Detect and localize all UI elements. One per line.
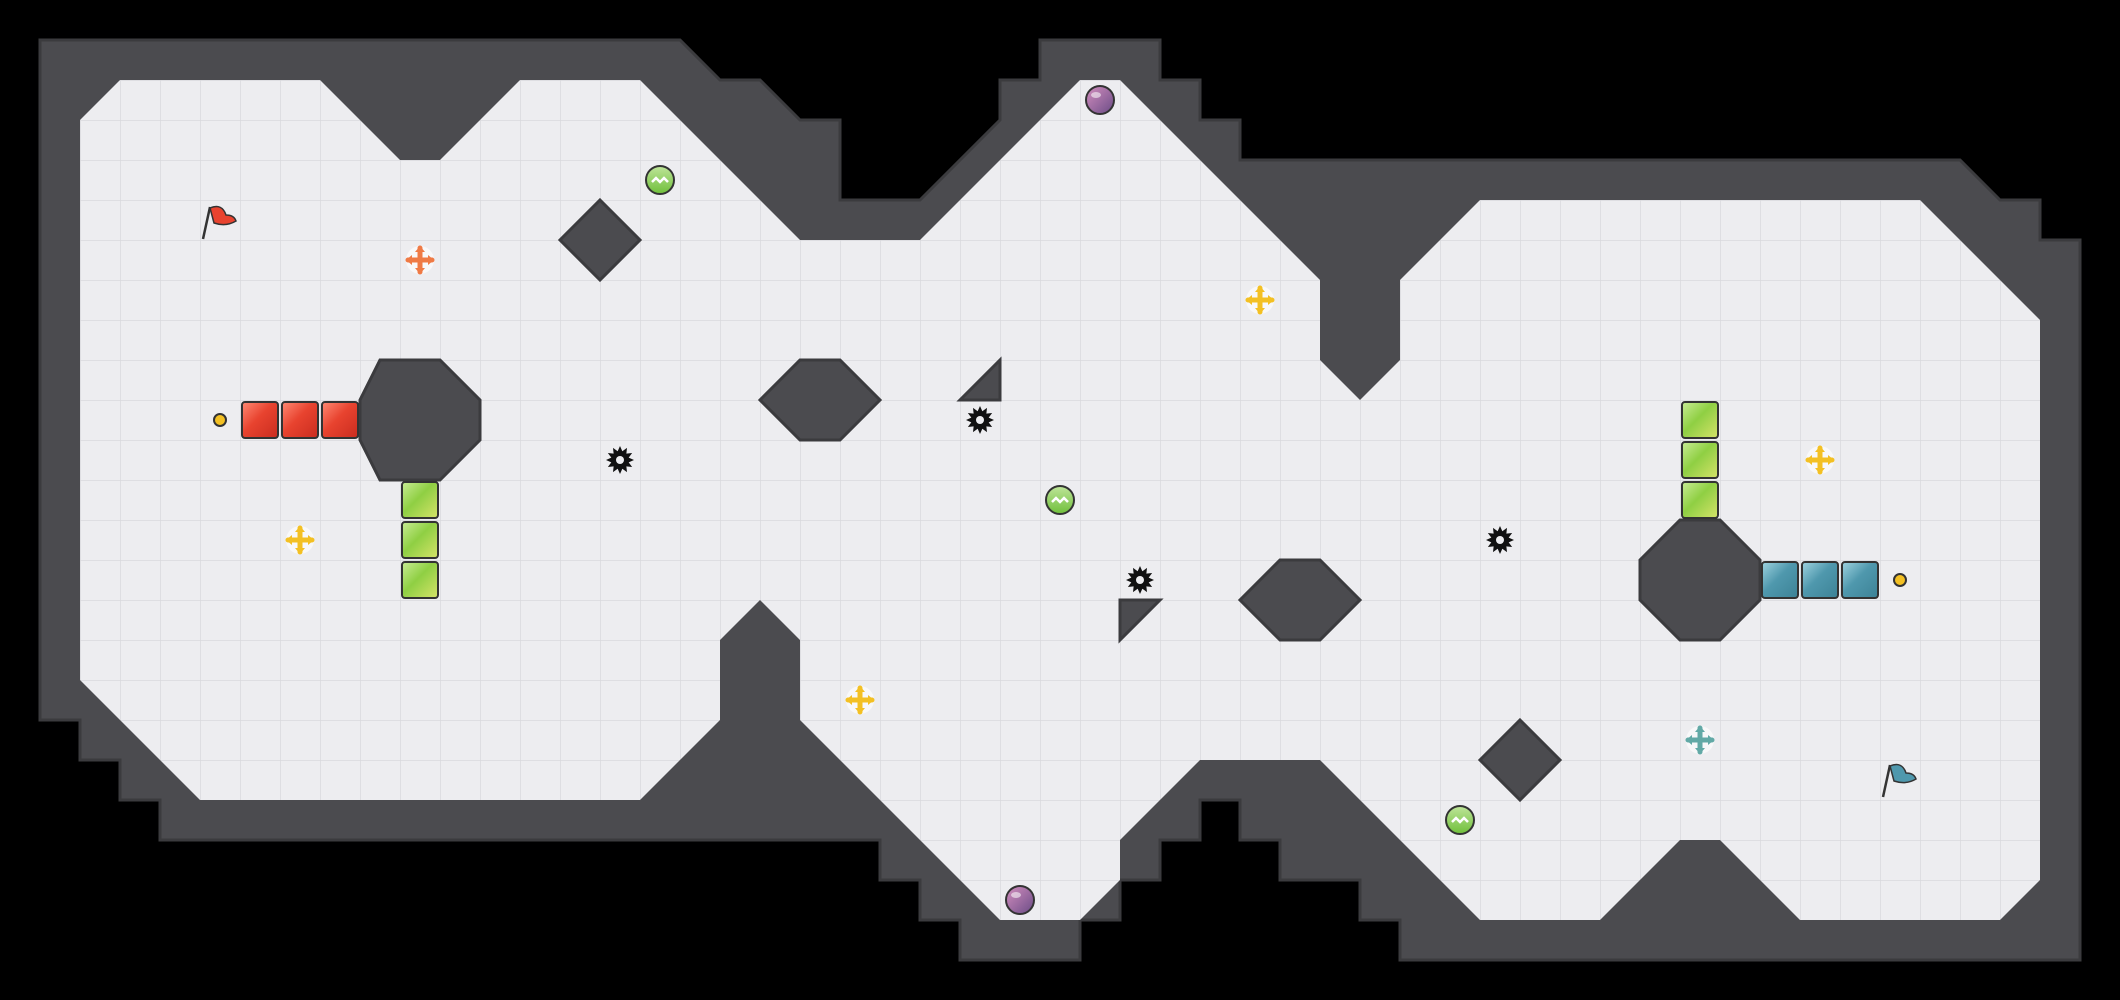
triangle-ramp-lower bbox=[1118, 598, 1164, 644]
obstacles bbox=[358, 197, 1762, 803]
green-snake-segment bbox=[401, 481, 439, 519]
red-snake-target-dot bbox=[213, 413, 227, 427]
hex-obstacle-center bbox=[757, 358, 883, 442]
green-snake-segment bbox=[1681, 441, 1719, 479]
green-snake-right bbox=[1681, 401, 1719, 519]
gem-orb-icon bbox=[1085, 85, 1115, 115]
yellow-cross-arrows-icon bbox=[285, 525, 315, 555]
green-snake-segment bbox=[401, 561, 439, 599]
green-snake-segment bbox=[1681, 401, 1719, 439]
yellow-cross-arrows-icon bbox=[1245, 285, 1275, 315]
red-flag-icon bbox=[201, 205, 237, 240]
blue-snake-segment bbox=[1761, 561, 1799, 599]
spike-ball-icon bbox=[1486, 526, 1514, 554]
zigzag-orb-icon bbox=[1445, 805, 1475, 835]
blue-flag-icon bbox=[1881, 763, 1917, 798]
yellow-cross-arrows-icon bbox=[845, 685, 875, 715]
octagon-obstacle-left bbox=[358, 358, 482, 482]
octagon-obstacle-right bbox=[1638, 518, 1762, 642]
zigzag-orb-icon bbox=[645, 165, 675, 195]
diamond-obstacle-top-left bbox=[557, 197, 643, 283]
blue-snake-segment bbox=[1841, 561, 1879, 599]
gem-orb-icon bbox=[1005, 885, 1035, 915]
yellow-cross-arrows-icon bbox=[1805, 445, 1835, 475]
red-snake-segment bbox=[241, 401, 279, 439]
spike-ball-icon bbox=[966, 406, 994, 434]
red-snake-segment bbox=[321, 401, 359, 439]
spike-ball-icon bbox=[606, 446, 634, 474]
green-snake-segment bbox=[401, 521, 439, 559]
red-snake bbox=[241, 401, 359, 439]
teal-cross-arrows-icon bbox=[1685, 725, 1715, 755]
blue-snake-target-dot bbox=[1893, 573, 1907, 587]
green-snake-segment bbox=[1681, 481, 1719, 519]
green-snake-left bbox=[401, 481, 439, 599]
orange-cross-arrows-icon bbox=[405, 245, 435, 275]
spike-ball-icon bbox=[1126, 566, 1154, 594]
zigzag-orb-icon bbox=[1045, 485, 1075, 515]
triangle-ramp-upper bbox=[956, 356, 1002, 402]
hex-obstacle-right bbox=[1237, 558, 1363, 642]
blue-snake bbox=[1761, 561, 1879, 599]
blue-snake-segment bbox=[1801, 561, 1839, 599]
diamond-obstacle-bottom-right bbox=[1477, 717, 1563, 803]
red-snake-segment bbox=[281, 401, 319, 439]
